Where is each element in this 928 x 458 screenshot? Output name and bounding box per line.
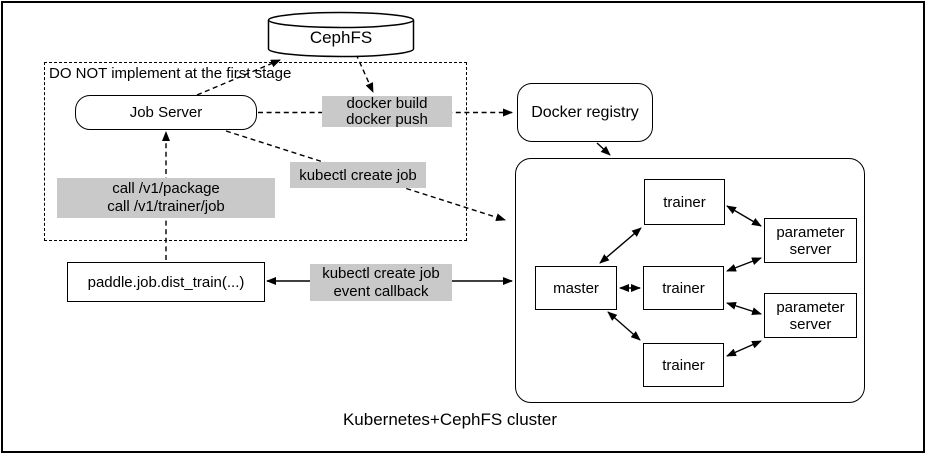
edge-label-kubectl-event-callback: kubectl create job event callback: [310, 264, 452, 301]
arrow-trainermid-pstop: [726, 257, 762, 272]
arrow-master-trainer-top: [599, 227, 642, 264]
trainer-node-top: trainer: [644, 179, 725, 225]
arrow-master-trainer-bottom: [607, 311, 641, 341]
edge-label-line: docker build: [346, 95, 428, 112]
parameter-server-node-top: parameter server: [764, 218, 857, 263]
edge-label-line: docker push: [346, 110, 428, 128]
edge-label-call-api: call /v1/package call /v1/trainer/job: [57, 178, 275, 218]
arrow-trainermid-psbottom: [726, 301, 762, 316]
parameter-server-node-bottom: parameter server: [764, 293, 857, 338]
master-node: master: [535, 266, 617, 310]
trainer-node-bottom: trainer: [643, 343, 724, 387]
trainer-node-middle: trainer: [643, 266, 724, 310]
arrow-trainertop-pstop: [726, 205, 762, 227]
cephfs-node: CephFS: [267, 11, 415, 58]
job-server-node: Job Server: [75, 95, 257, 130]
arrow-registry-to-cluster: [596, 142, 611, 156]
paddle-client-node: paddle.job.dist_train(...): [67, 262, 265, 302]
edge-label-line: kubectl create job: [322, 265, 440, 282]
edge-label-line: call /v1/trainer/job: [107, 198, 225, 215]
edge-label-kubectl-create-job: kubectl create job: [290, 162, 426, 188]
arrow-jobserver-to-cephfs: [196, 59, 281, 96]
docker-registry-node: Docker registry: [517, 83, 653, 142]
cephfs-label: CephFS: [309, 28, 373, 47]
database-cylinder-icon: [267, 11, 415, 58]
edge-label-line: event callback: [333, 282, 429, 300]
arrow-trainerbot-psbottom: [726, 340, 762, 357]
edge-label-docker-build-push: docker build docker push: [322, 96, 452, 127]
first-stage-note-box: DO NOT implement at the first stage: [44, 62, 467, 241]
edge-label-line: kubectl create job: [299, 166, 417, 184]
arrow-cephfs-to-dockerbuild: [355, 53, 374, 93]
edge-label-line: call /v1/package: [112, 180, 220, 197]
cluster-caption: Kubernetes+CephFS cluster: [342, 410, 558, 429]
note-label: DO NOT implement at the first stage: [49, 65, 292, 82]
